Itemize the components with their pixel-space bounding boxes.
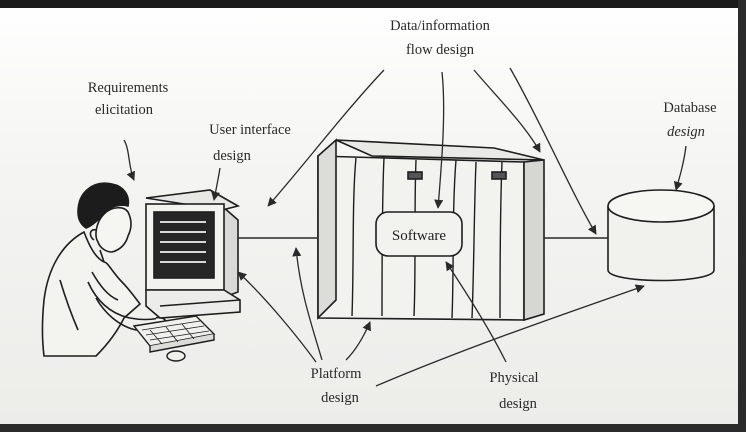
- dataflow-arrow-right: [473, 69, 541, 153]
- physical-arrow: [445, 261, 507, 363]
- label-requirements-line2: elicitation: [95, 102, 154, 118]
- right-scan-edge: [738, 0, 746, 432]
- ui-arrow: [211, 167, 221, 201]
- label-platform: Platform design: [311, 366, 362, 406]
- label-ui-line2: design: [213, 148, 252, 164]
- requirements-arrow: [123, 139, 135, 181]
- computer-icon: [145, 189, 241, 319]
- label-requirements: Requirements elicitation: [88, 80, 169, 118]
- dataflow-arrow-left: [267, 69, 385, 207]
- person-icon: [41, 182, 168, 357]
- label-platform-line1: Platform: [311, 366, 362, 382]
- bottom-scan-edge: [0, 424, 746, 432]
- label-database: Database design: [663, 100, 716, 140]
- label-database-line2: design: [667, 124, 705, 140]
- database-design-arrow: [673, 145, 687, 191]
- label-physical-line2: design: [499, 396, 538, 412]
- platform-arrow-computer: [237, 271, 317, 363]
- top-scan-edge: [0, 0, 746, 8]
- database-cylinder-icon: [607, 189, 715, 282]
- label-dataflow-line1: Data/information: [390, 18, 491, 34]
- label-requirements-line1: Requirements: [88, 80, 169, 96]
- label-platform-line2: design: [321, 390, 360, 406]
- platform-arrow-line: [292, 247, 323, 361]
- label-user-interface: User interface design: [209, 122, 291, 164]
- platform-arrow-database: [375, 284, 645, 387]
- dataflow-arrow-database: [509, 67, 597, 235]
- keyboard-icon: [132, 315, 216, 362]
- label-physical: Physical design: [489, 370, 538, 412]
- arrows: [123, 67, 687, 387]
- dataflow-arrow-software: [434, 71, 445, 209]
- label-data-flow: Data/information flow design: [390, 18, 491, 58]
- label-database-line1: Database: [663, 100, 716, 116]
- software-box: [375, 211, 463, 257]
- label-physical-line1: Physical: [489, 370, 538, 386]
- label-dataflow-line2: flow design: [406, 42, 475, 58]
- platform-arrow-rack: [345, 321, 371, 361]
- server-rack-icon: [317, 138, 545, 322]
- software-label: Software: [392, 228, 446, 244]
- label-ui-line1: User interface: [209, 122, 291, 138]
